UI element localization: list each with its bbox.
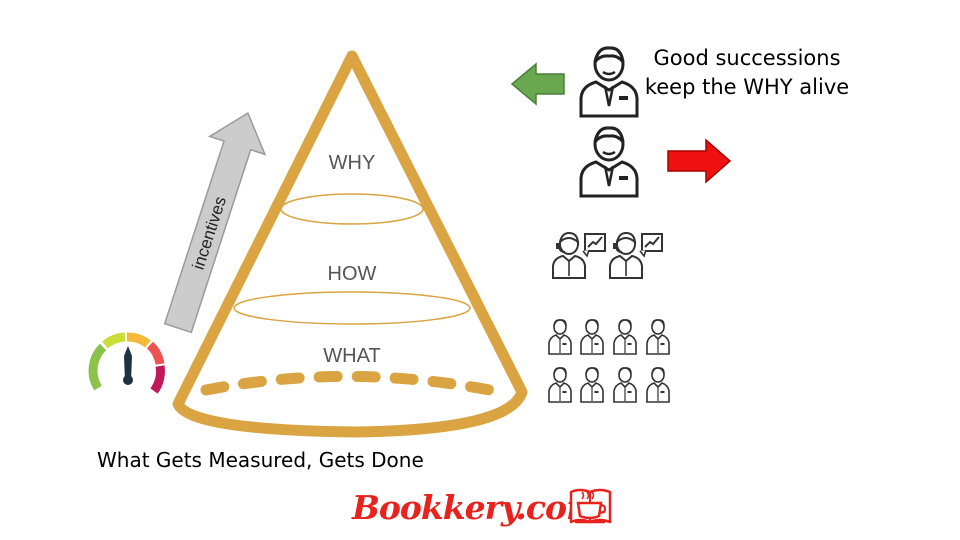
succession-caption-line2: keep the WHY alive — [644, 75, 850, 99]
how-ring — [233, 291, 471, 325]
worker-icon — [646, 319, 670, 355]
why-ring — [280, 193, 424, 225]
worker-icon — [613, 319, 637, 355]
leader-icon — [579, 126, 639, 198]
brand-text: Bookkery.com — [352, 488, 601, 527]
pyramid: WHY HOW WHAT — [172, 50, 528, 438]
coffee-book-icon — [569, 488, 612, 524]
worker-icon — [548, 367, 572, 403]
worker-icon — [580, 319, 604, 355]
worker-icon — [646, 367, 670, 403]
manager-with-chart-icon — [609, 232, 663, 279]
incentives-arrow: incentives — [163, 111, 267, 334]
worker-icon — [613, 367, 637, 403]
brand-logo: Bookkery.com — [352, 486, 612, 532]
manager-with-chart-icon — [552, 232, 606, 279]
workers-grid — [548, 319, 670, 403]
measured-caption: What Gets Measured, Gets Done — [97, 448, 424, 472]
level-why: WHY — [329, 152, 376, 174]
worker-icon — [580, 367, 604, 403]
pyramid-base-dashed — [200, 371, 506, 398]
worker-icon — [548, 319, 572, 355]
pyramid-outline — [172, 50, 528, 438]
green-left-arrow — [510, 62, 565, 106]
leader-icon — [579, 46, 639, 118]
level-what: WHAT — [323, 345, 380, 367]
level-how: HOW — [328, 263, 377, 285]
gauge-icon — [88, 332, 165, 394]
succession-caption: Good successions keep the WHY alive — [642, 44, 852, 102]
red-right-arrow — [667, 138, 732, 184]
succession-caption-line1: Good successions — [653, 46, 841, 70]
